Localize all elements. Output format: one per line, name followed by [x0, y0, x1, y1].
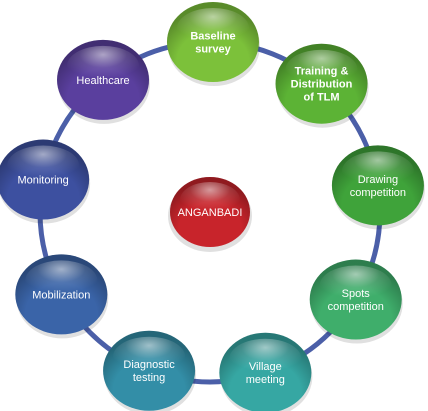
node-label: competition [350, 187, 406, 199]
node-label: Diagnostic [123, 359, 175, 371]
node-label: Mobilization [32, 289, 90, 301]
node-label: of TLM [304, 92, 340, 104]
center-node: ANGANBADI [168, 177, 252, 252]
node-mobilization: Mobilization [15, 254, 109, 339]
center-layer: ANGANBADI [168, 177, 252, 252]
node-label: Drawing [358, 174, 398, 186]
node-label: Monitoring [17, 175, 68, 187]
node-label: Training & [295, 66, 349, 78]
node-label: competition [328, 301, 384, 313]
node-label: testing [133, 372, 165, 384]
node-monitoring: Monitoring [0, 139, 91, 224]
node-label: Healthcare [76, 75, 129, 87]
center-label: ANGANBADI [178, 207, 243, 219]
node-label: meeting [246, 374, 285, 386]
node-healthcare: Healthcare [57, 39, 151, 124]
node-label: Distribution [291, 79, 353, 91]
node-label: Baseline [190, 31, 235, 43]
node-label: Spots [342, 288, 371, 300]
node-label: Village [249, 361, 282, 373]
node-label: survey [195, 44, 231, 56]
